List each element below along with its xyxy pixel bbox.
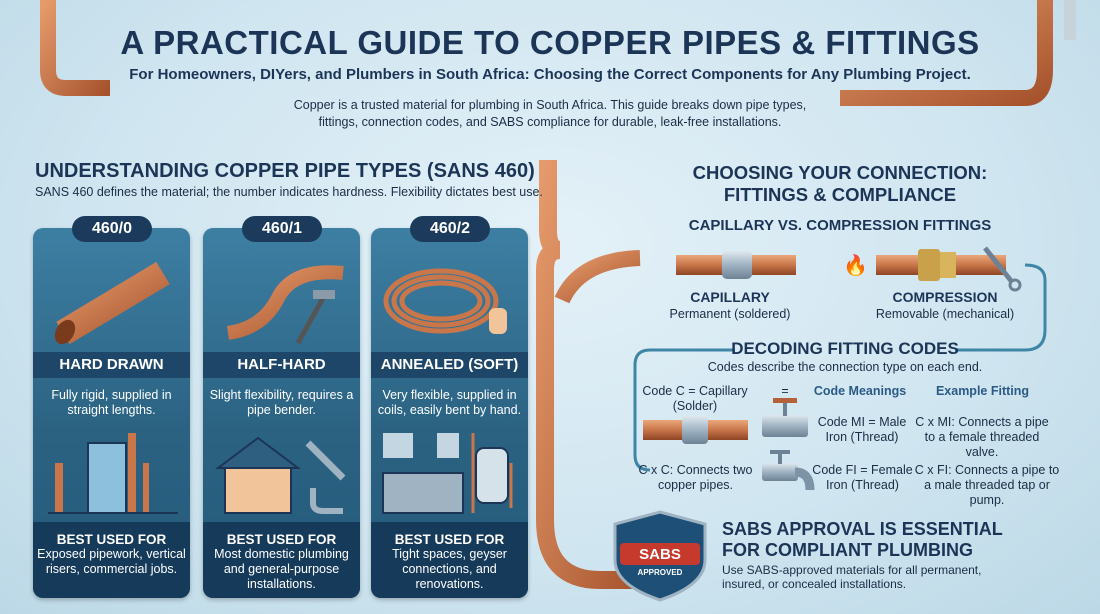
pipe-types-subtext: SANS 460 defines the material; the numbe… [35, 185, 543, 199]
page-title: A PRACTICAL GUIDE TO COPPER PIPES & FITT… [120, 24, 980, 61]
connection-heading-line2: FITTINGS & COMPLIANCE [723, 184, 957, 205]
example-cxmi: C x MI: Connects a pipe to a female thre… [915, 415, 1049, 459]
flame-icon: 🔥 [843, 253, 868, 277]
sabs-badge-sub: APPROVED [637, 568, 683, 577]
pipe-types-heading: UNDERSTANDING COPPER PIPE TYPES (SANS 46… [35, 160, 535, 182]
sabs-heading-line1: SABS APPROVAL IS ESSENTIAL [722, 519, 1003, 539]
card-description: Fully rigid, supplied in straight length… [51, 388, 172, 417]
example-cxfi: C x FI: Connects a pipe to a male thread… [914, 463, 1060, 507]
col-example-fitting: Example Fitting [935, 384, 1030, 398]
card-description: Very flexible, supplied in coils, easily… [377, 388, 522, 417]
best-used-label: BEST USED FOR [226, 532, 337, 547]
code-fi: Code FI = Female Iron (Thread) [812, 463, 913, 492]
col-code-meanings: Code Meanings [813, 384, 907, 398]
pipe-code-badge: 460/1 [242, 216, 322, 242]
intro-text: Copper is a trusted material for plumbin… [293, 98, 807, 129]
valve-icon [762, 398, 808, 437]
tap-icon [762, 450, 815, 491]
best-used-label: BEST USED FOR [56, 532, 167, 547]
example-cxc: C x C: Connects two copper pipes. [638, 463, 753, 492]
connection-heading: CHOOSING YOUR CONNECTION:FITTINGS & COMP… [640, 162, 1040, 206]
connection-heading-line1: CHOOSING YOUR CONNECTION: [692, 162, 988, 183]
page-subtitle: For Homeowners, DIYers, and Plumbers in … [129, 66, 971, 83]
capillary-label: CAPILLARY [690, 289, 770, 305]
sabs-shield-icon [613, 510, 707, 602]
capillary-desc: Permanent (soldered) [669, 307, 791, 321]
copper-pipe-icon [54, 261, 170, 345]
sabs-badge-text: SABS [639, 546, 681, 563]
codes-heading: DECODING FITTING CODES [731, 339, 959, 358]
card-title: ANNEALED (SOFT) [371, 352, 528, 378]
building-icon [48, 433, 178, 514]
compression-desc: Removable (mechanical) [875, 307, 1015, 321]
fittings-subheading: CAPILLARY VS. COMPRESSION FITTINGS [688, 217, 992, 234]
equals-sign: = [781, 384, 789, 398]
pipe-code-badge: 460/2 [410, 216, 490, 242]
house-wrench-icon [215, 436, 346, 514]
pipe-code-badge: 460/0 [72, 216, 152, 242]
best-use-text: Exposed pipework, vertical risers, comme… [37, 547, 186, 576]
best-used-label: BEST USED FOR [394, 532, 505, 547]
card-title: HARD DRAWN [33, 352, 190, 378]
best-use-text: Most domestic plumbing and general-purpo… [214, 547, 349, 591]
code-c: Code C = Capillary (Solder) [642, 384, 748, 413]
bent-pipe-hammer-icon [226, 265, 344, 345]
code-mi: Code MI = Male Iron (Thread) [817, 415, 907, 444]
pipe-card-annealed: ANNEALED (SOFT) Very flexible, supplied … [371, 228, 528, 598]
card-title: HALF-HARD [203, 352, 360, 378]
card-description: Slight flexibility, requires a pipe bend… [209, 388, 354, 417]
compression-label: COMPRESSION [892, 289, 998, 305]
pipe-coil-hand-icon [383, 268, 507, 334]
pipe-card-hard-drawn: HARD DRAWN Fully rigid, supplied in stra… [33, 228, 190, 598]
wrench-icon [983, 246, 1022, 292]
sabs-body: Use SABS-approved materials for all perm… [722, 563, 982, 591]
pipe-card-half-hard: HALF-HARD Slight flexibility, requires a… [203, 228, 360, 598]
codes-subtext: Codes describe the connection type on ea… [707, 360, 983, 374]
kitchen-geyser-icon [382, 433, 513, 514]
sabs-heading-line2: FOR COMPLIANT PLUMBING [722, 540, 973, 560]
best-use-text: Tight spaces, geyser connections, and re… [392, 547, 507, 591]
